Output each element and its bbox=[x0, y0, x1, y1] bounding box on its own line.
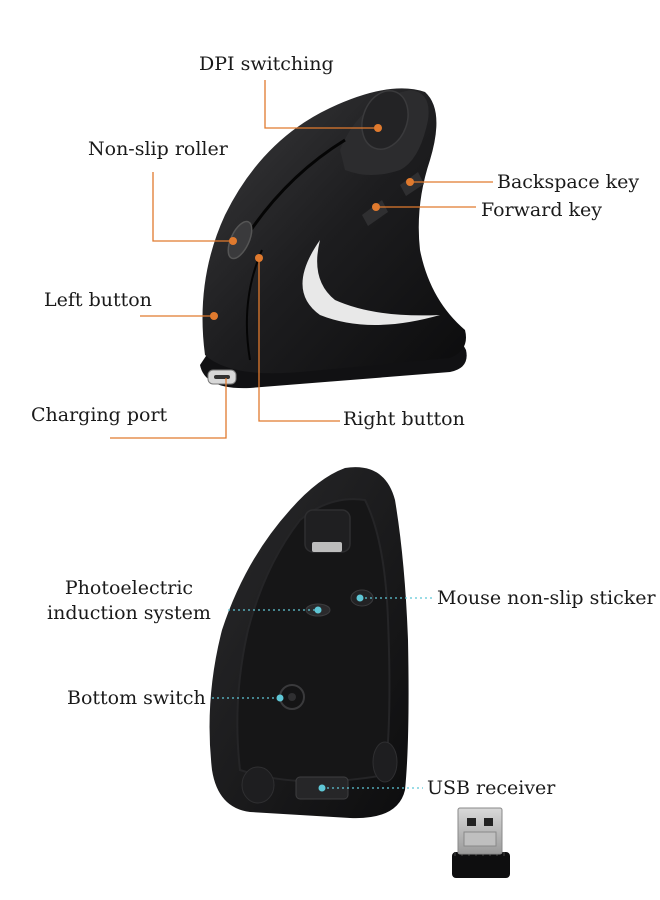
switch-marker bbox=[276, 694, 284, 702]
dpi-marker bbox=[374, 124, 382, 132]
roller-marker bbox=[229, 237, 237, 245]
forward-marker bbox=[372, 203, 380, 211]
non-slip-sticker-label: Mouse non-slip sticker bbox=[437, 587, 656, 609]
left-button-marker bbox=[210, 312, 218, 320]
photo-label-line2: induction system bbox=[47, 601, 211, 624]
non-slip-roller-label: Non-slip roller bbox=[88, 138, 228, 160]
photoelectric-induction-label: Photoelectric induction system bbox=[47, 576, 211, 625]
dpi-button bbox=[361, 90, 409, 150]
right-button-marker bbox=[255, 254, 263, 262]
charging-port-label: Charging port bbox=[31, 404, 168, 426]
scroll-wheel bbox=[227, 220, 253, 260]
photo-label-line1: Photoelectric bbox=[64, 577, 194, 599]
backspace-marker bbox=[406, 178, 414, 186]
thumb-rest-accent bbox=[302, 240, 440, 325]
bottom-switch-label: Bottom switch bbox=[67, 687, 206, 709]
bottom-leader-lines bbox=[212, 597, 433, 789]
top-leader-lines bbox=[110, 80, 493, 439]
right-button-label: Right button bbox=[343, 408, 465, 430]
backspace-key-label: Backspace key bbox=[497, 171, 640, 193]
forward-key-label: Forward key bbox=[481, 199, 603, 221]
usb-marker bbox=[318, 784, 326, 792]
photo-marker bbox=[314, 606, 322, 614]
mouse-underside-view bbox=[209, 467, 409, 819]
usb-nano-receiver bbox=[452, 807, 510, 878]
vertical-mouse-side-view bbox=[200, 88, 467, 389]
sticker-marker bbox=[356, 594, 364, 602]
left-button-label: Left button bbox=[44, 289, 152, 311]
usb-receiver-label: USB receiver bbox=[427, 777, 556, 799]
dpi-switching-label: DPI switching bbox=[199, 53, 334, 75]
